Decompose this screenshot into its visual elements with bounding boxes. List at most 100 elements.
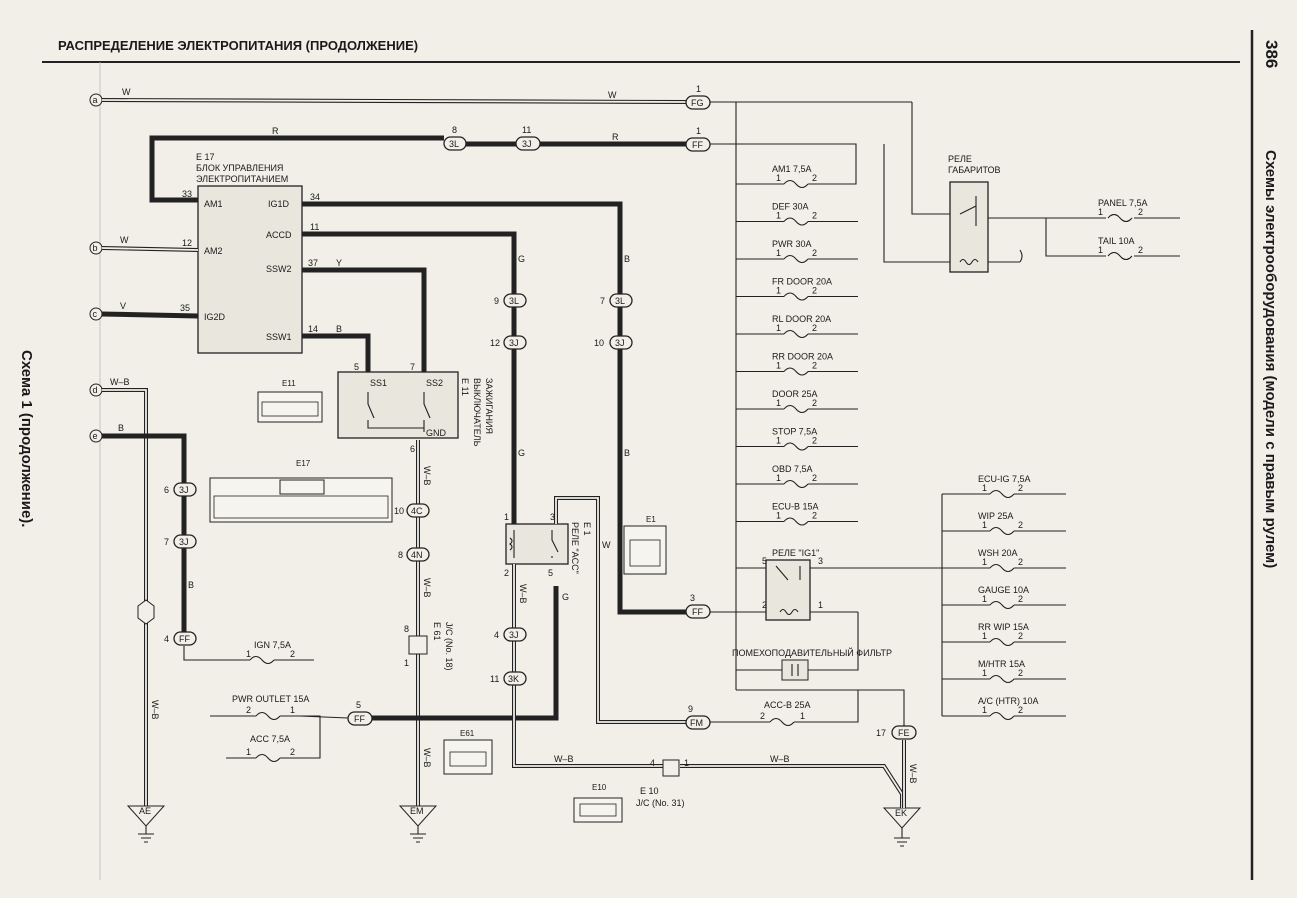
svg-text:9: 9 <box>494 296 499 306</box>
svg-text:7: 7 <box>600 296 605 306</box>
svg-text:W–B: W–B <box>908 764 918 784</box>
svg-text:ГАБАРИТОВ: ГАБАРИТОВ <box>948 165 1001 175</box>
connector-3l-acc: 3L 9 <box>494 293 527 308</box>
svg-text:d: d <box>93 385 98 395</box>
svg-text:11: 11 <box>310 222 319 232</box>
svg-text:33: 33 <box>182 189 192 199</box>
svg-text:2: 2 <box>1018 594 1023 604</box>
svg-text:3L: 3L <box>615 296 625 306</box>
svg-text:B: B <box>624 254 630 264</box>
ground-ae: AE <box>126 805 166 843</box>
svg-text:6: 6 <box>164 485 169 495</box>
svg-text:E 61: E 61 <box>432 622 442 641</box>
svg-text:1: 1 <box>696 84 701 94</box>
svg-text:1: 1 <box>246 747 251 757</box>
svg-text:2: 2 <box>1138 245 1143 255</box>
svg-text:1: 1 <box>800 711 805 721</box>
svg-text:РЕЛЕ: РЕЛЕ <box>948 154 972 164</box>
svg-text:G: G <box>562 592 569 602</box>
connector-4c: 4C 10 <box>394 503 430 518</box>
svg-text:1: 1 <box>982 631 987 641</box>
svg-text:8: 8 <box>398 550 403 560</box>
input-b: b <box>89 241 103 255</box>
svg-text:2: 2 <box>762 600 767 610</box>
connector-view-e11: E11 <box>257 379 323 423</box>
svg-text:A/C (HTR) 10A: A/C (HTR) 10A <box>978 696 1039 706</box>
power-management-ecu: E 17 БЛОК УПРАВЛЕНИЯ ЭЛЕКТРОПИТАНИЕМ AM1… <box>196 152 303 354</box>
connector-view-e10: E10 <box>573 783 623 823</box>
svg-text:2: 2 <box>760 711 765 721</box>
svg-text:V: V <box>120 301 126 311</box>
svg-text:8: 8 <box>404 624 409 634</box>
svg-text:3J: 3J <box>509 630 519 640</box>
svg-text:1: 1 <box>1098 207 1103 217</box>
svg-text:1: 1 <box>1098 245 1103 255</box>
svg-text:3K: 3K <box>508 674 519 684</box>
svg-text:B: B <box>336 324 342 334</box>
svg-text:3J: 3J <box>522 139 532 149</box>
svg-text:1: 1 <box>504 512 509 522</box>
svg-text:SS1: SS1 <box>370 378 387 388</box>
svg-text:1: 1 <box>982 483 987 493</box>
svg-text:2: 2 <box>290 649 295 659</box>
svg-text:2: 2 <box>812 473 817 483</box>
svg-text:G: G <box>518 448 525 458</box>
connector-fe: FE 17 <box>876 725 917 740</box>
connector-ff-top: FF 1 <box>685 126 711 152</box>
page-title: РАСПРЕДЕЛЕНИЕ ЭЛЕКТРОПИТАНИЯ (ПРОДОЛЖЕНИ… <box>58 38 418 53</box>
input-e: e <box>89 429 103 443</box>
svg-text:35: 35 <box>180 303 190 313</box>
svg-text:FF: FF <box>692 140 703 150</box>
svg-text:W–B: W–B <box>554 754 574 764</box>
svg-text:1: 1 <box>696 126 701 136</box>
svg-text:1: 1 <box>776 286 781 296</box>
connector-3j-top: 3J 11 <box>515 125 541 151</box>
svg-text:2: 2 <box>290 747 295 757</box>
svg-text:FR DOOR 20A: FR DOOR 20A <box>772 277 832 287</box>
connector-ff-ign: FF 4 <box>164 631 197 646</box>
connector-3j-e1: 3J 6 <box>164 482 197 497</box>
svg-text:3: 3 <box>550 512 555 522</box>
svg-text:2: 2 <box>812 361 817 371</box>
connector-view-e17: E17 <box>209 459 393 523</box>
svg-text:RR DOOR 20A: RR DOOR 20A <box>772 352 833 362</box>
svg-text:12: 12 <box>490 338 500 348</box>
svg-text:2: 2 <box>246 705 251 715</box>
svg-text:4: 4 <box>164 634 169 644</box>
connector-4n: 4N 8 <box>398 547 430 562</box>
svg-text:1: 1 <box>290 705 295 715</box>
connector-3j-low: 3J 4 <box>494 627 527 642</box>
svg-text:AM1: AM1 <box>204 199 223 209</box>
svg-text:E10: E10 <box>592 783 607 792</box>
svg-text:11: 11 <box>490 674 499 684</box>
svg-text:ACC 7,5A: ACC 7,5A <box>250 734 290 744</box>
connector-3k: 3K 11 <box>490 671 527 686</box>
svg-text:FF: FF <box>354 714 365 724</box>
ground-ek: EK <box>882 807 922 847</box>
svg-text:W–B: W–B <box>110 377 130 387</box>
svg-text:DOOR 25A: DOOR 25A <box>772 389 818 399</box>
svg-text:TAIL 10A: TAIL 10A <box>1098 236 1135 246</box>
svg-text:РЕЛЕ "ACC": РЕЛЕ "ACC" <box>570 522 580 574</box>
svg-text:1: 1 <box>776 248 781 258</box>
svg-text:IG1D: IG1D <box>268 199 290 209</box>
svg-text:ACC-B 25A: ACC-B 25A <box>764 700 811 710</box>
wire-acc-g <box>372 586 559 721</box>
svg-text:1: 1 <box>776 211 781 221</box>
svg-text:2: 2 <box>1138 207 1143 217</box>
wire-e <box>102 433 187 632</box>
svg-text:ВЫКЛЮЧАТЕЛЬ: ВЫКЛЮЧАТЕЛЬ <box>472 378 482 447</box>
svg-text:3: 3 <box>690 593 695 603</box>
svg-text:1: 1 <box>404 658 409 668</box>
svg-text:AE: AE <box>139 806 151 816</box>
svg-text:G: G <box>518 254 525 264</box>
wire-ig1d <box>302 201 623 294</box>
svg-text:c: c <box>93 309 98 319</box>
svg-text:4: 4 <box>650 758 655 768</box>
